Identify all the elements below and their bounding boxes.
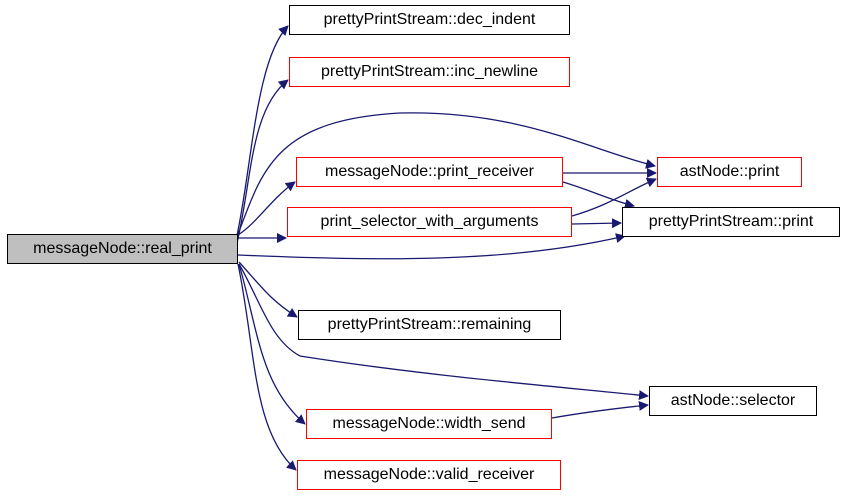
edge-root-to-selector <box>238 263 649 401</box>
node-label: prettyPrintStream::dec_indent <box>323 11 536 28</box>
node-label: prettyPrintStream::print <box>648 213 814 230</box>
edge-print-selector-to-ast-print <box>571 177 657 217</box>
edge-root-to-valid-receiver <box>237 263 297 471</box>
node-label: messageNode::print_receiver <box>325 163 534 180</box>
edge-root-to-width-send <box>238 263 306 425</box>
node-label: astNode::selector <box>670 392 796 409</box>
node-label: messageNode::width_send <box>332 415 526 432</box>
node-print-receiver[interactable]: messageNode::print_receiver <box>296 157 563 187</box>
edge-root-to-print-receiver <box>237 181 296 236</box>
node-label: prettyPrintStream::remaining <box>327 316 532 333</box>
node-ast-selector[interactable]: astNode::selector <box>649 386 817 416</box>
node-label: messageNode::real_print <box>33 240 212 257</box>
node-width-send[interactable]: messageNode::width_send <box>306 409 552 439</box>
node-remaining[interactable]: prettyPrintStream::remaining <box>298 310 561 340</box>
node-valid-receiver[interactable]: messageNode::valid_receiver <box>297 460 561 490</box>
edge-root-to-ast-print <box>236 112 656 238</box>
node-label: messageNode::valid_receiver <box>323 466 535 483</box>
node-inc-newline[interactable]: prettyPrintStream::inc_newline <box>289 57 570 87</box>
node-dec-indent[interactable]: prettyPrintStream::dec_indent <box>289 5 570 35</box>
edge-root-to-pps-print <box>237 233 626 260</box>
node-pretty-print-stream-print[interactable]: prettyPrintStream::print <box>622 207 840 237</box>
node-ast-print[interactable]: astNode::print <box>657 157 802 187</box>
edge-root-to-remaining <box>238 261 298 318</box>
node-label: print_selector_with_arguments <box>320 213 539 230</box>
edge-width-send-to-selector <box>551 400 649 419</box>
edge-print-receiver-to-pps-print <box>562 181 635 209</box>
edge-root-to-inc-newline <box>236 79 289 244</box>
node-print-selector-with-arguments[interactable]: print_selector_with_arguments <box>287 207 572 237</box>
node-label: prettyPrintStream::inc_newline <box>321 63 538 80</box>
edge-root-to-dec-indent <box>235 25 289 241</box>
node-label: astNode::print <box>679 163 780 180</box>
node-real-print: messageNode::real_print <box>7 234 238 264</box>
edge-print-selector-to-pps-print <box>571 218 622 229</box>
